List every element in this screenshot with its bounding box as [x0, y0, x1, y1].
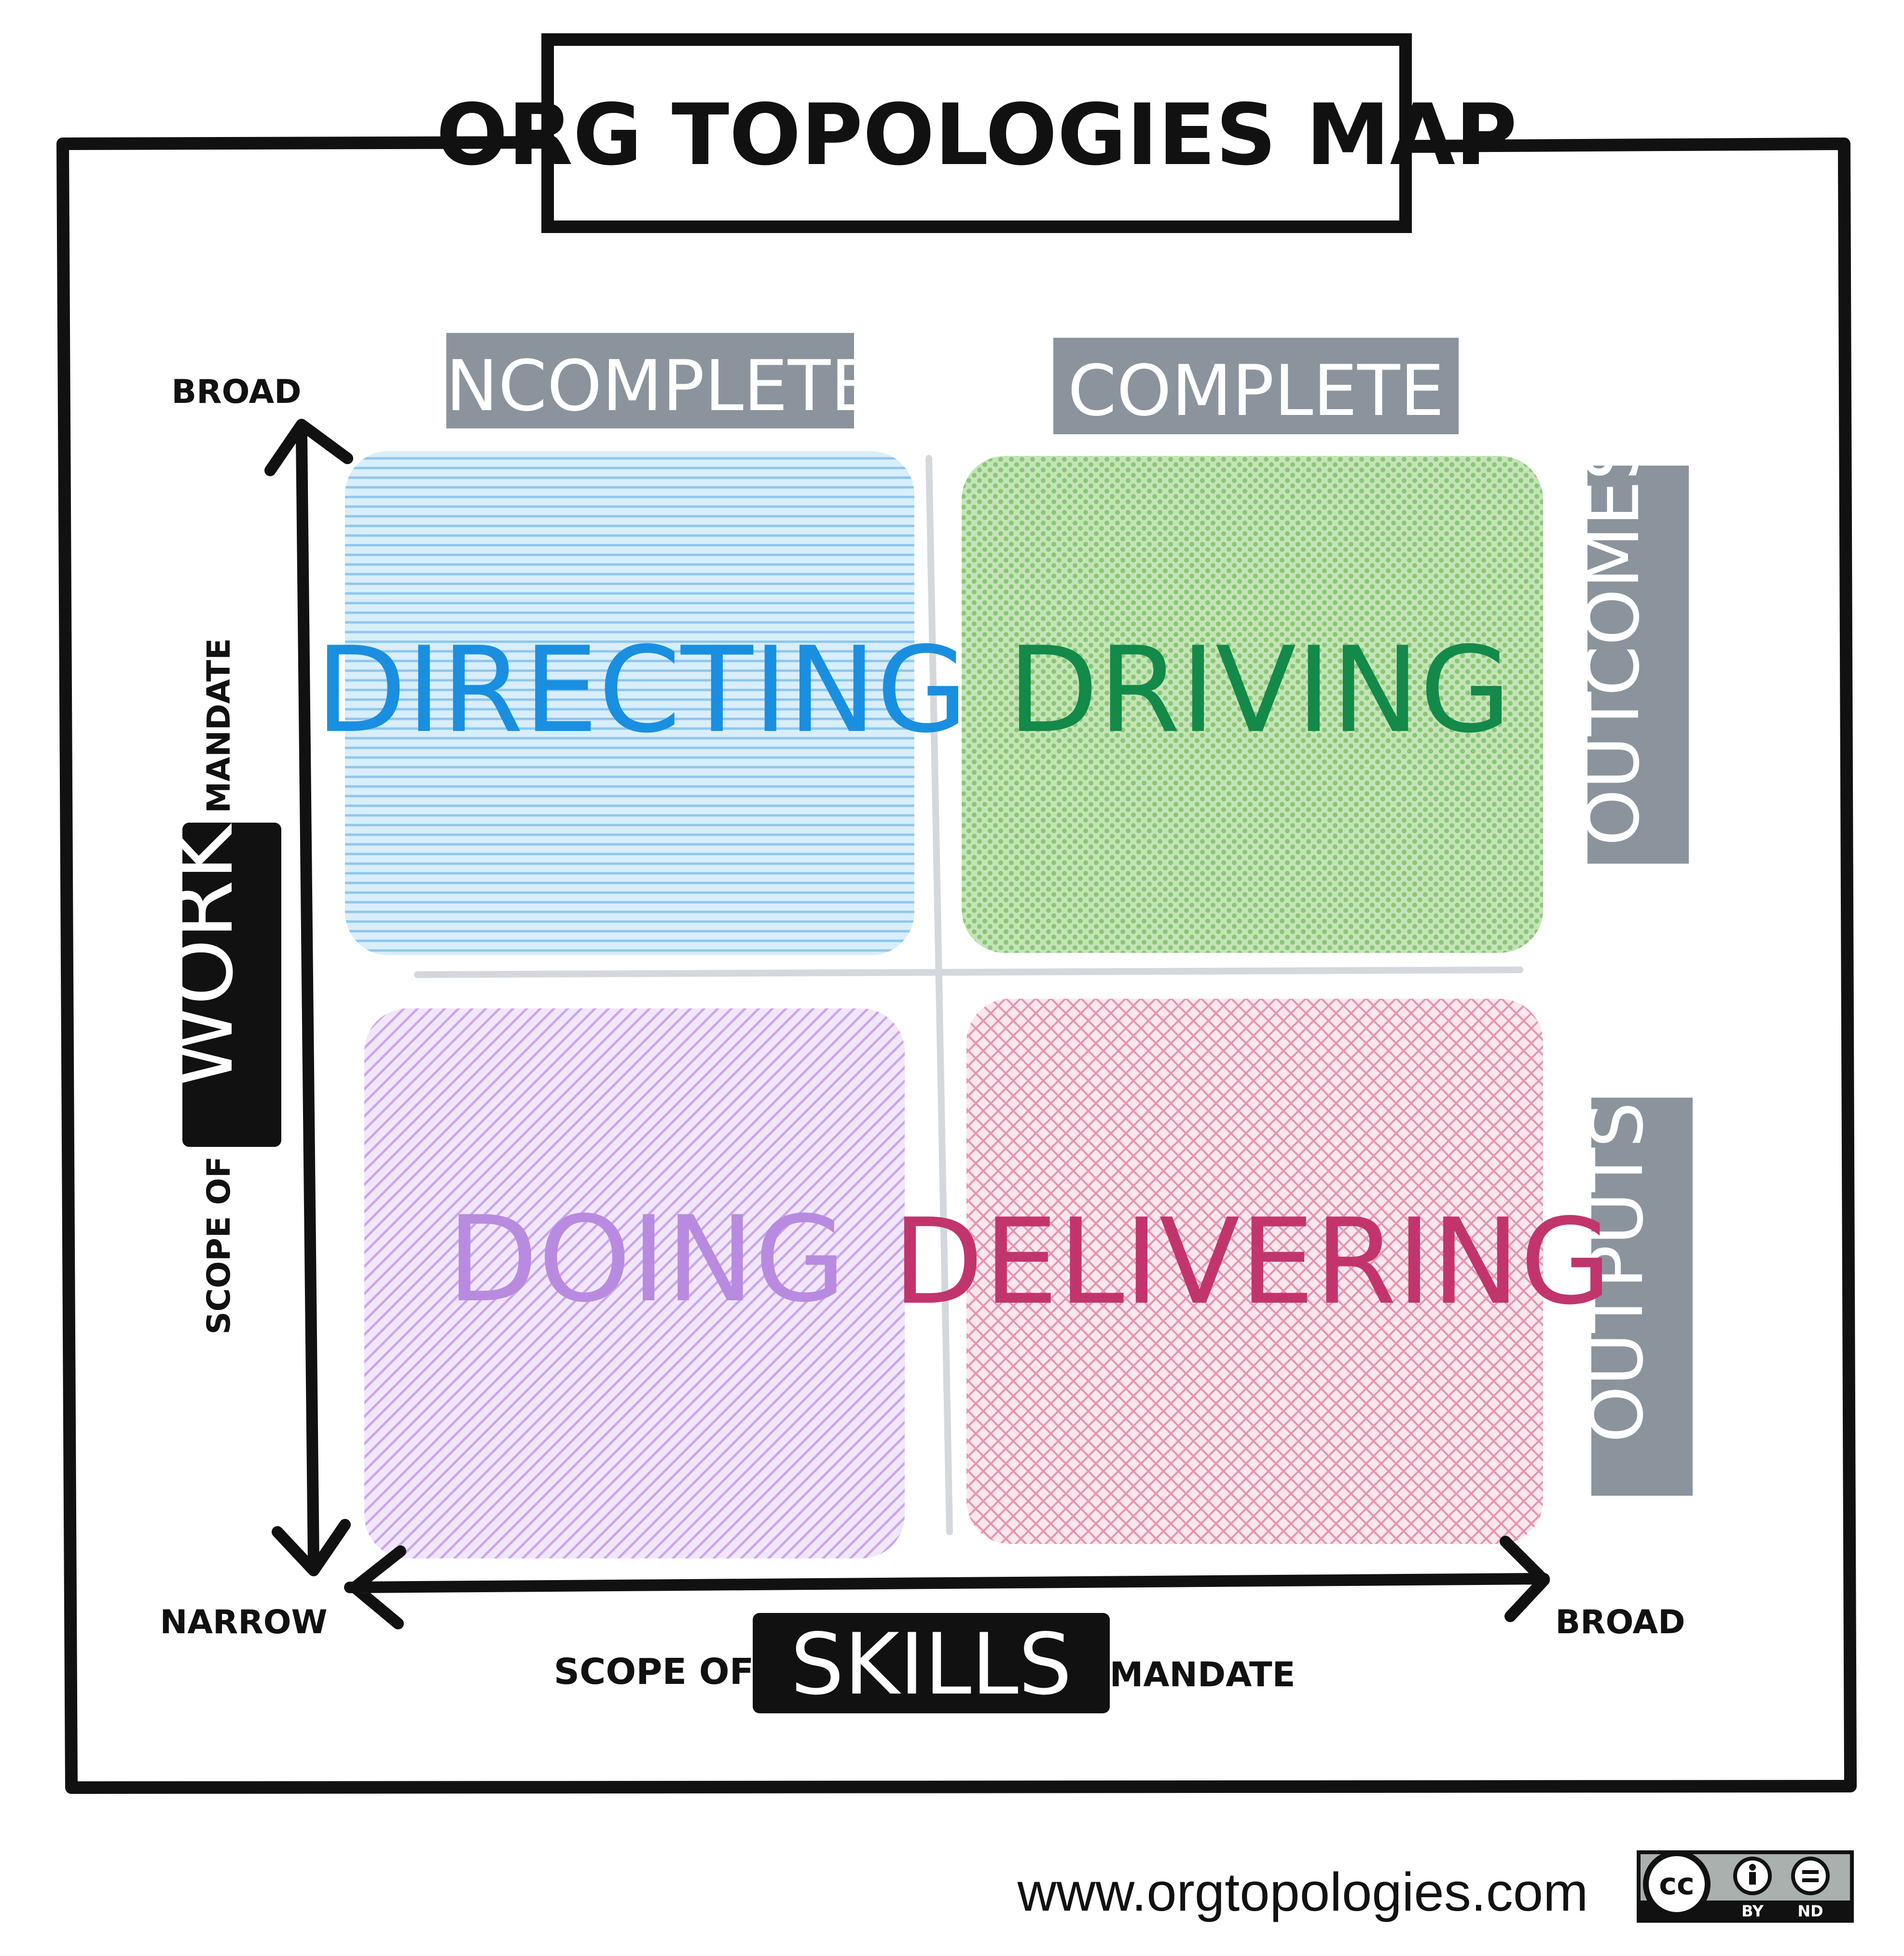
- quadrant-driving: [962, 456, 1543, 953]
- row-label-outcomes: OUTCOMES: [1572, 435, 1656, 846]
- footer-url[interactable]: www.orgtopologies.com: [1017, 1862, 1588, 1922]
- x-axis-prefix: SCOPE OF: [554, 1651, 754, 1693]
- column-tag-complete: [1053, 338, 1459, 434]
- title-box: [541, 33, 1412, 233]
- license-nd-label: ND: [1797, 1902, 1823, 1920]
- y-axis-suffix: MANDATE: [200, 638, 237, 813]
- y-axis-top-label: BROAD: [171, 373, 301, 411]
- outer-frame: [56, 136, 1857, 1794]
- x-axis-suffix: MANDATE: [1110, 1655, 1296, 1694]
- no-derivatives-icon-bar-bottom: [1802, 1878, 1819, 1882]
- row-tag-outcomes: [1587, 466, 1689, 864]
- no-derivatives-icon-bar-top: [1802, 1870, 1819, 1874]
- quadrant-label-driving: DRIVING: [1007, 621, 1511, 759]
- y-axis-keyword: WORK: [154, 823, 252, 1088]
- attribution-icon-head: [1749, 1864, 1756, 1871]
- cc-icon: [1643, 1850, 1711, 1918]
- quadrant-label-doing: DOING: [447, 1191, 846, 1328]
- divider-horizontal: [414, 966, 1523, 978]
- page-title: ORG TOPOLOGIES MAP: [436, 86, 1517, 184]
- quadrant-doing-texture: [364, 1008, 905, 1558]
- no-derivatives-icon: [1791, 1857, 1830, 1895]
- row-tag-outputs: [1591, 1098, 1693, 1496]
- column-label-complete: COMPLETE: [1068, 350, 1445, 432]
- cc-license-badge: cc BY ND: [1637, 1850, 1854, 1923]
- column-tag-incomplete: [446, 333, 854, 428]
- divider-vertical: [925, 455, 953, 1535]
- y-axis-prefix: SCOPE OF: [200, 1156, 237, 1335]
- x-axis-keyword: SKILLS: [790, 1616, 1072, 1714]
- attribution-icon-body: [1749, 1872, 1756, 1885]
- column-label-incomplete: INCOMPLETE: [425, 345, 875, 427]
- quadrant-label-directing: DIRECTING: [316, 621, 968, 759]
- x-axis-right-label: BROAD: [1555, 1603, 1685, 1641]
- work-badge: [182, 823, 281, 1147]
- license-by-label: BY: [1741, 1902, 1764, 1920]
- quadrant-directing-texture: [345, 451, 914, 955]
- x-axis-arrow: [344, 1536, 1550, 1629]
- cc-icon-label: cc: [1659, 1866, 1695, 1901]
- skills-badge: [753, 1613, 1110, 1713]
- y-axis-arrow: [264, 419, 353, 1576]
- y-axis-bottom-label: NARROW: [160, 1603, 327, 1641]
- row-label-outputs: OUTPUTS: [1575, 1102, 1659, 1443]
- quadrant-delivering-texture: [966, 999, 1543, 1544]
- quadrant-label-delivering: DELIVERING: [893, 1193, 1612, 1331]
